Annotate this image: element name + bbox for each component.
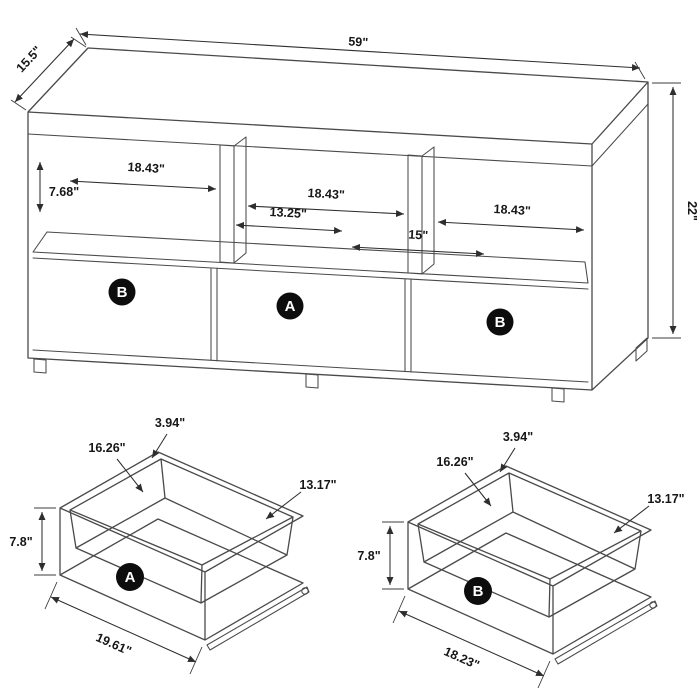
extension-lines: [652, 82, 681, 339]
badge-letter: A: [285, 298, 296, 315]
badge-circle: [108, 278, 136, 306]
dim-b-inner-depth: 16.26": [436, 455, 492, 507]
drawer-a-front-height-label: 7.8": [9, 535, 32, 549]
badge-letter: B: [473, 583, 484, 600]
console-height-label: 22": [685, 201, 699, 221]
drawer-badge-left: B: [108, 278, 136, 306]
badge-letter: B: [117, 284, 128, 301]
dimension-arrow: [437, 218, 585, 234]
tv-console-drawing: 59" 15.5" 22" 7.68" 18.43" 18.43" 18.43": [10, 27, 699, 403]
dimension-arrow: [14, 38, 75, 103]
drawer-badge-right: B: [486, 308, 514, 336]
drawer-b-front-height-label: 7.8": [357, 549, 380, 563]
extension-lines: [34, 507, 56, 576]
drawer-b-inner-width-label: 13.17": [647, 492, 684, 506]
dim-a-inner-depth: 16.26": [88, 441, 144, 493]
dim-b-inner-width: 13.17": [613, 492, 685, 534]
drawer-a-inner-width-label: 13.17": [299, 478, 336, 492]
dim-b-back-height: 3.94": [499, 430, 533, 473]
badge-circle: [116, 563, 144, 591]
drawer-a-drawing: 7.8" 19.61" 3.94" 16.26" 13.17" A: [9, 416, 337, 675]
dim-console-top-width: 59": [75, 27, 646, 80]
opening-depth-right-label: 15": [408, 227, 429, 242]
drawer-b-inner-depth-label: 16.26": [436, 455, 473, 469]
extension-lines: [392, 595, 551, 689]
dim-console-height: 22": [652, 82, 699, 339]
drawer-a-inner-depth-label: 16.26": [88, 441, 125, 455]
dim-opening-depth-right: 15": [351, 227, 485, 258]
dimension-arrow: [351, 243, 485, 258]
opening-height-label: 7.68": [49, 185, 79, 199]
opening-depth-mid-label: 13.25": [269, 205, 307, 221]
extension-lines: [10, 36, 87, 111]
drawer-a-front-width-label: 19.61": [94, 630, 134, 658]
dim-a-inner-width: 13.17": [265, 478, 337, 520]
rail-wheel: [649, 601, 657, 609]
console-outline: [27, 47, 649, 391]
dim-b-front-height: 7.8": [357, 521, 404, 590]
drawer-a-back-height-label: 3.94": [155, 416, 185, 430]
extension-lines: [44, 581, 203, 675]
drawer-b-front-width-label: 18.23": [442, 644, 482, 672]
leader-line: [499, 447, 516, 473]
drawer-b-badge: B: [464, 577, 492, 605]
drawer-a-outline: [59, 451, 304, 641]
badge-circle: [276, 292, 304, 320]
drawer-a-badge: A: [116, 563, 144, 591]
dim-a-back-height: 3.94": [151, 416, 185, 459]
console-drawer-badges: B A B: [108, 278, 514, 336]
opening-width-3-label: 18.43": [493, 202, 531, 218]
dimension-arrow: [79, 30, 641, 72]
drawer-b-slide-rail: [554, 600, 658, 665]
opening-width-2-label: 18.43": [307, 186, 345, 202]
rail-wheel: [301, 587, 309, 595]
console-top-width-label: 59": [348, 34, 369, 49]
leader-line: [464, 472, 492, 507]
badge-circle: [464, 577, 492, 605]
dim-opening-width-3: 18.43": [437, 202, 585, 234]
leader-line: [151, 433, 168, 459]
drawer-badge-center: A: [276, 292, 304, 320]
extension-lines: [382, 521, 404, 590]
dim-console-depth: 15.5": [10, 36, 87, 111]
badge-circle: [486, 308, 514, 336]
dim-opening-height: 7.68": [36, 162, 79, 212]
dimension-arrow: [69, 177, 217, 193]
dimension-arrow: [235, 221, 343, 235]
leader-line: [613, 505, 650, 534]
dim-opening-width-1: 18.43": [69, 160, 217, 193]
drawer-a-slide-rail: [206, 586, 310, 651]
badge-letter: B: [495, 314, 506, 331]
dim-a-front-height: 7.8": [9, 507, 56, 576]
drawer-b-drawing: 7.8" 18.23" 3.94" 16.26" 13.17" B: [357, 430, 685, 689]
dimension-arrow: [247, 202, 405, 218]
dimension-arrow: [50, 596, 197, 663]
console-interior-details: [27, 103, 649, 403]
console-depth-label: 15.5": [14, 43, 45, 75]
badge-letter: A: [125, 569, 136, 586]
drawer-b-outline: [407, 465, 652, 655]
opening-width-1-label: 18.43": [127, 160, 165, 176]
leader-line: [116, 458, 144, 493]
drawer-b-back-height-label: 3.94": [503, 430, 533, 444]
leader-line: [265, 491, 302, 520]
dim-opening-depth-mid: 13.25": [235, 205, 343, 235]
dimension-arrow: [398, 610, 545, 677]
dim-opening-width-2: 18.43": [247, 186, 405, 218]
